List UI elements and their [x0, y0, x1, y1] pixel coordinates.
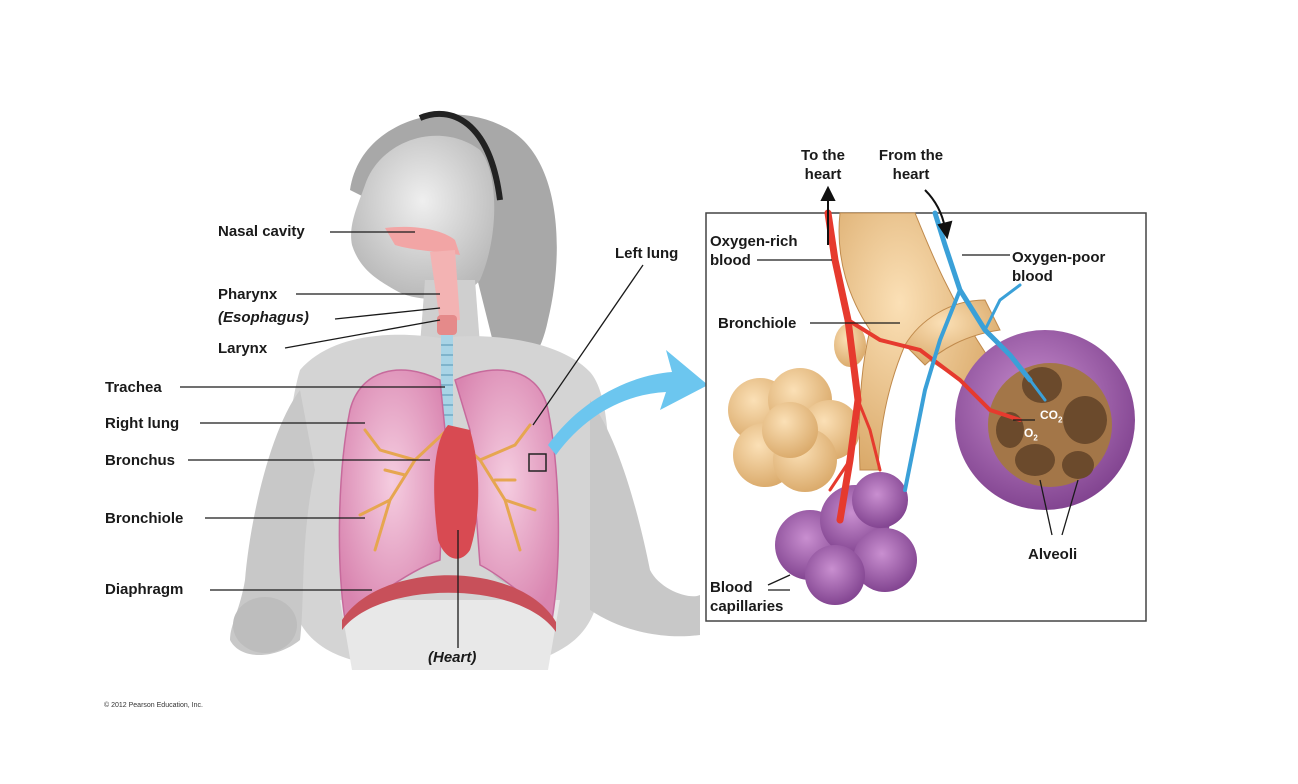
left-lung-shape [454, 369, 560, 622]
upper-airway [385, 226, 460, 430]
label-right-lung: Right lung [105, 415, 180, 432]
flow-arrows [820, 185, 953, 245]
nasal-cavity-shape [385, 226, 460, 255]
label-oxygen-rich-blood: Oxygen-rich blood [710, 233, 798, 269]
veins [903, 210, 1047, 492]
sunglasses [418, 110, 503, 201]
label-blood-capillaries: Blood capillaries [710, 579, 784, 615]
label-bronchiole-left: Bronchiole [105, 510, 184, 527]
diaphragm-shape [342, 575, 556, 632]
lungs [338, 369, 560, 632]
head [351, 135, 495, 299]
label-nasal-cavity: Nasal cavity [218, 223, 305, 240]
label-pharynx: Pharynx [218, 286, 278, 303]
label-co2: CO2 [1040, 408, 1063, 425]
left-arm [230, 390, 315, 655]
label-o2: O2 [1024, 426, 1038, 443]
label-to-the-heart: To the heart [801, 147, 845, 183]
pharynx-shape [430, 250, 460, 322]
label-alveoli: Alveoli [1028, 546, 1078, 563]
alveoli-cluster [955, 330, 1135, 510]
larynx-shape [437, 315, 457, 335]
inset-leader-lines [757, 254, 1079, 591]
copyright-notice: © 2012 Pearson Education, Inc. [104, 702, 203, 709]
label-oxygen-poor-blood: Oxygen-poor blood [1012, 249, 1106, 285]
left-fist [233, 597, 297, 653]
heart-shape [434, 425, 479, 559]
label-esophagus: (Esophagus) [218, 309, 309, 326]
label-diaphragm: Diaphragm [105, 581, 184, 598]
label-from-the-heart: From the heart [878, 147, 944, 183]
zoom-box [528, 453, 547, 472]
trachea-shape [441, 335, 453, 430]
label-bronchus: Bronchus [105, 452, 176, 469]
label-bronchiole-inset: Bronchiole [718, 315, 797, 332]
label-left-lung: Left lung [615, 245, 679, 262]
right-arm [590, 400, 700, 637]
shorts [340, 600, 560, 670]
inset-panel [705, 185, 1147, 622]
arteries [824, 209, 1022, 524]
callout-arrow [548, 350, 708, 455]
leader-lines [180, 231, 644, 648]
label-larynx: Larynx [218, 340, 268, 357]
capillary-cluster [775, 472, 917, 605]
label-heart: (Heart) [428, 649, 477, 666]
label-trachea: Trachea [105, 379, 162, 396]
alveolar-sac-left [728, 368, 860, 492]
